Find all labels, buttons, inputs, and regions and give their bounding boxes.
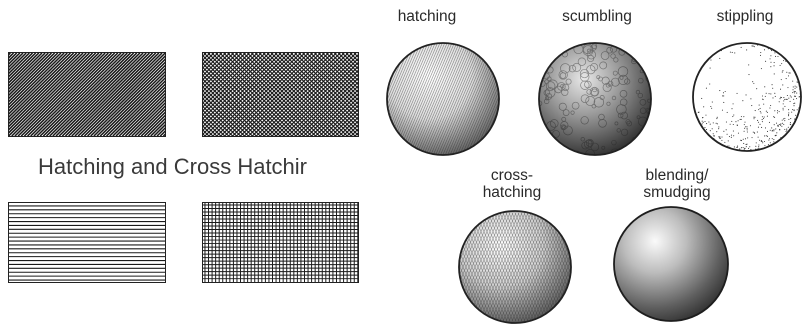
grid-cross-hatching-pattern [203,203,358,282]
grid-cross-hatching-swatch [202,202,359,283]
stippling-label: stippling [690,8,800,25]
stippling-sphere [690,40,804,154]
scumbling-label: scumbling [532,8,662,25]
cross-hatching-label-line1: cross- [452,167,572,184]
blending-smudging-label-line2: smudging [612,184,742,201]
hatching-sphere [384,40,502,158]
cross-hatching-label-line2: hatching [452,184,572,201]
hatching-heading: Hatching and Cross Hatchir [38,152,372,182]
diagonal-cross-hatching-pattern [203,53,358,136]
blending-smudging-label-line1: blending/ [612,167,742,184]
blending-smudging-sphere [611,204,731,324]
cross-hatching-sphere [456,208,574,326]
scumbling-sphere [536,40,654,158]
diagonal-cross-hatching-swatch [202,52,359,137]
diagonal-hatching-swatch [8,52,166,137]
horizontal-hatching-pattern [9,203,165,282]
cross-hatching-label: cross- hatching [452,167,572,201]
horizontal-hatching-swatch [8,202,166,283]
diagonal-hatching-pattern [9,53,165,136]
hatching-label: hatching [372,8,482,25]
blending-smudging-label: blending/ smudging [612,167,742,201]
